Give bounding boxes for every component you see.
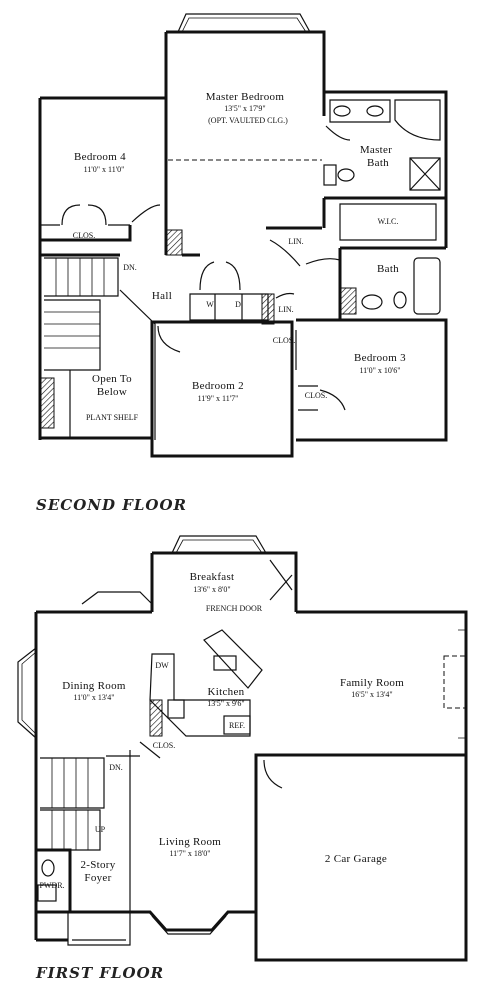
second-floor-heading: SECOND FLOOR: [36, 496, 187, 514]
living-room-dims: 11'7" x 18'0": [169, 849, 210, 858]
master-bath-walls: [324, 90, 448, 248]
washer-label: W: [206, 300, 214, 309]
bedroom3-walls: [296, 318, 448, 442]
first-floor-stairs: [40, 755, 140, 851]
open-to-below-line-1: Open To: [92, 373, 132, 385]
kitchen-name: Kitchen: [208, 686, 245, 698]
first-floor-plan: [17, 535, 468, 962]
master-bay-window: [177, 13, 311, 33]
second-floor-down-label: DN.: [123, 263, 137, 272]
living-room-name: Living Room: [159, 836, 221, 848]
bedroom3-closet-label: CLOS.: [305, 391, 327, 400]
master-bedroom-note: (OPT. VAULTED CLG.): [208, 116, 288, 125]
open-to-below-line-2: Below: [97, 386, 127, 398]
front-facade: [36, 910, 256, 932]
first-floor-down-label: DN.: [109, 763, 123, 772]
breakfast-dims: 13'6" x 8'0": [193, 585, 230, 594]
foyer-label-1: 2-Story: [80, 859, 115, 871]
dining-room-dims: 11'0" x 13'4": [73, 693, 114, 702]
bedroom4-dims: 11'0" x 11'0": [84, 165, 125, 174]
powder-room-walls: [36, 848, 72, 912]
dining-bay-window: [17, 647, 37, 739]
breakfast-bay-window: [171, 535, 267, 554]
wic-label: W.I.C.: [378, 217, 399, 226]
dryer-label: D: [235, 300, 241, 309]
second-floor-labels: Master Bedroom 13'5" x 17'9" (OPT. VAULT…: [36, 91, 406, 514]
plant-shelf-label: PLANT SHELF: [86, 413, 139, 422]
powder-room-label: PWDR.: [39, 881, 64, 890]
dishwasher-label: DW: [155, 661, 169, 670]
family-room-name: Family Room: [340, 677, 404, 689]
bedroom2-name: Bedroom 2: [192, 380, 244, 392]
breakfast-name: Breakfast: [190, 571, 235, 583]
first-floor-labels: Breakfast 13'6" x 8'0" FRENCH DOOR Dinin…: [35, 571, 404, 982]
master-bedroom-walls: [166, 30, 326, 116]
hall-label: Hall: [152, 290, 172, 302]
first-floor-up-label: UP: [95, 825, 106, 834]
bedroom2-closet-label: CLOS.: [273, 336, 295, 345]
breakfast-walls: [152, 551, 298, 612]
first-floor-heading: FIRST FLOOR: [35, 964, 164, 982]
bedroom2-dims: 11'9" x 11'7": [198, 394, 239, 403]
kitchen-island: [203, 629, 263, 689]
first-floor-closet-label: CLOS.: [153, 741, 175, 750]
garage-label: 2 Car Garage: [325, 853, 387, 865]
fireplace: [443, 655, 467, 709]
bedroom2-walls: [150, 320, 294, 458]
bedroom3-name: Bedroom 3: [354, 352, 406, 364]
french-door-label: FRENCH DOOR: [206, 604, 263, 613]
master-bath-label-1: Master: [360, 144, 392, 156]
second-floor-plan: [38, 13, 448, 458]
bath-label: Bath: [377, 263, 399, 275]
bedroom4-name: Bedroom 4: [74, 151, 126, 163]
kitchen-dims: 13'5" x 9'6": [207, 699, 244, 708]
master-bedroom-name: Master Bedroom: [206, 91, 285, 103]
family-room-dims: 16'5" x 13'4": [351, 690, 392, 699]
master-bath-label-2: Bath: [367, 157, 389, 169]
bedroom4-closet-label: CLOS.: [73, 231, 95, 240]
garage-walls: [254, 753, 468, 962]
master-bedroom-dims: 13'5" x 17'9": [224, 104, 265, 113]
foyer-label-2: Foyer: [84, 872, 111, 884]
hall-linen-label: LIN.: [278, 305, 293, 314]
bedroom3-dims: 11'0" x 10'6": [359, 366, 400, 375]
master-linen-label: LIN.: [288, 237, 303, 246]
wic-walls: [322, 196, 446, 228]
dining-room-name: Dining Room: [62, 680, 126, 692]
second-floor-stairs: [44, 257, 156, 440]
refrigerator-label: REF.: [229, 721, 245, 730]
